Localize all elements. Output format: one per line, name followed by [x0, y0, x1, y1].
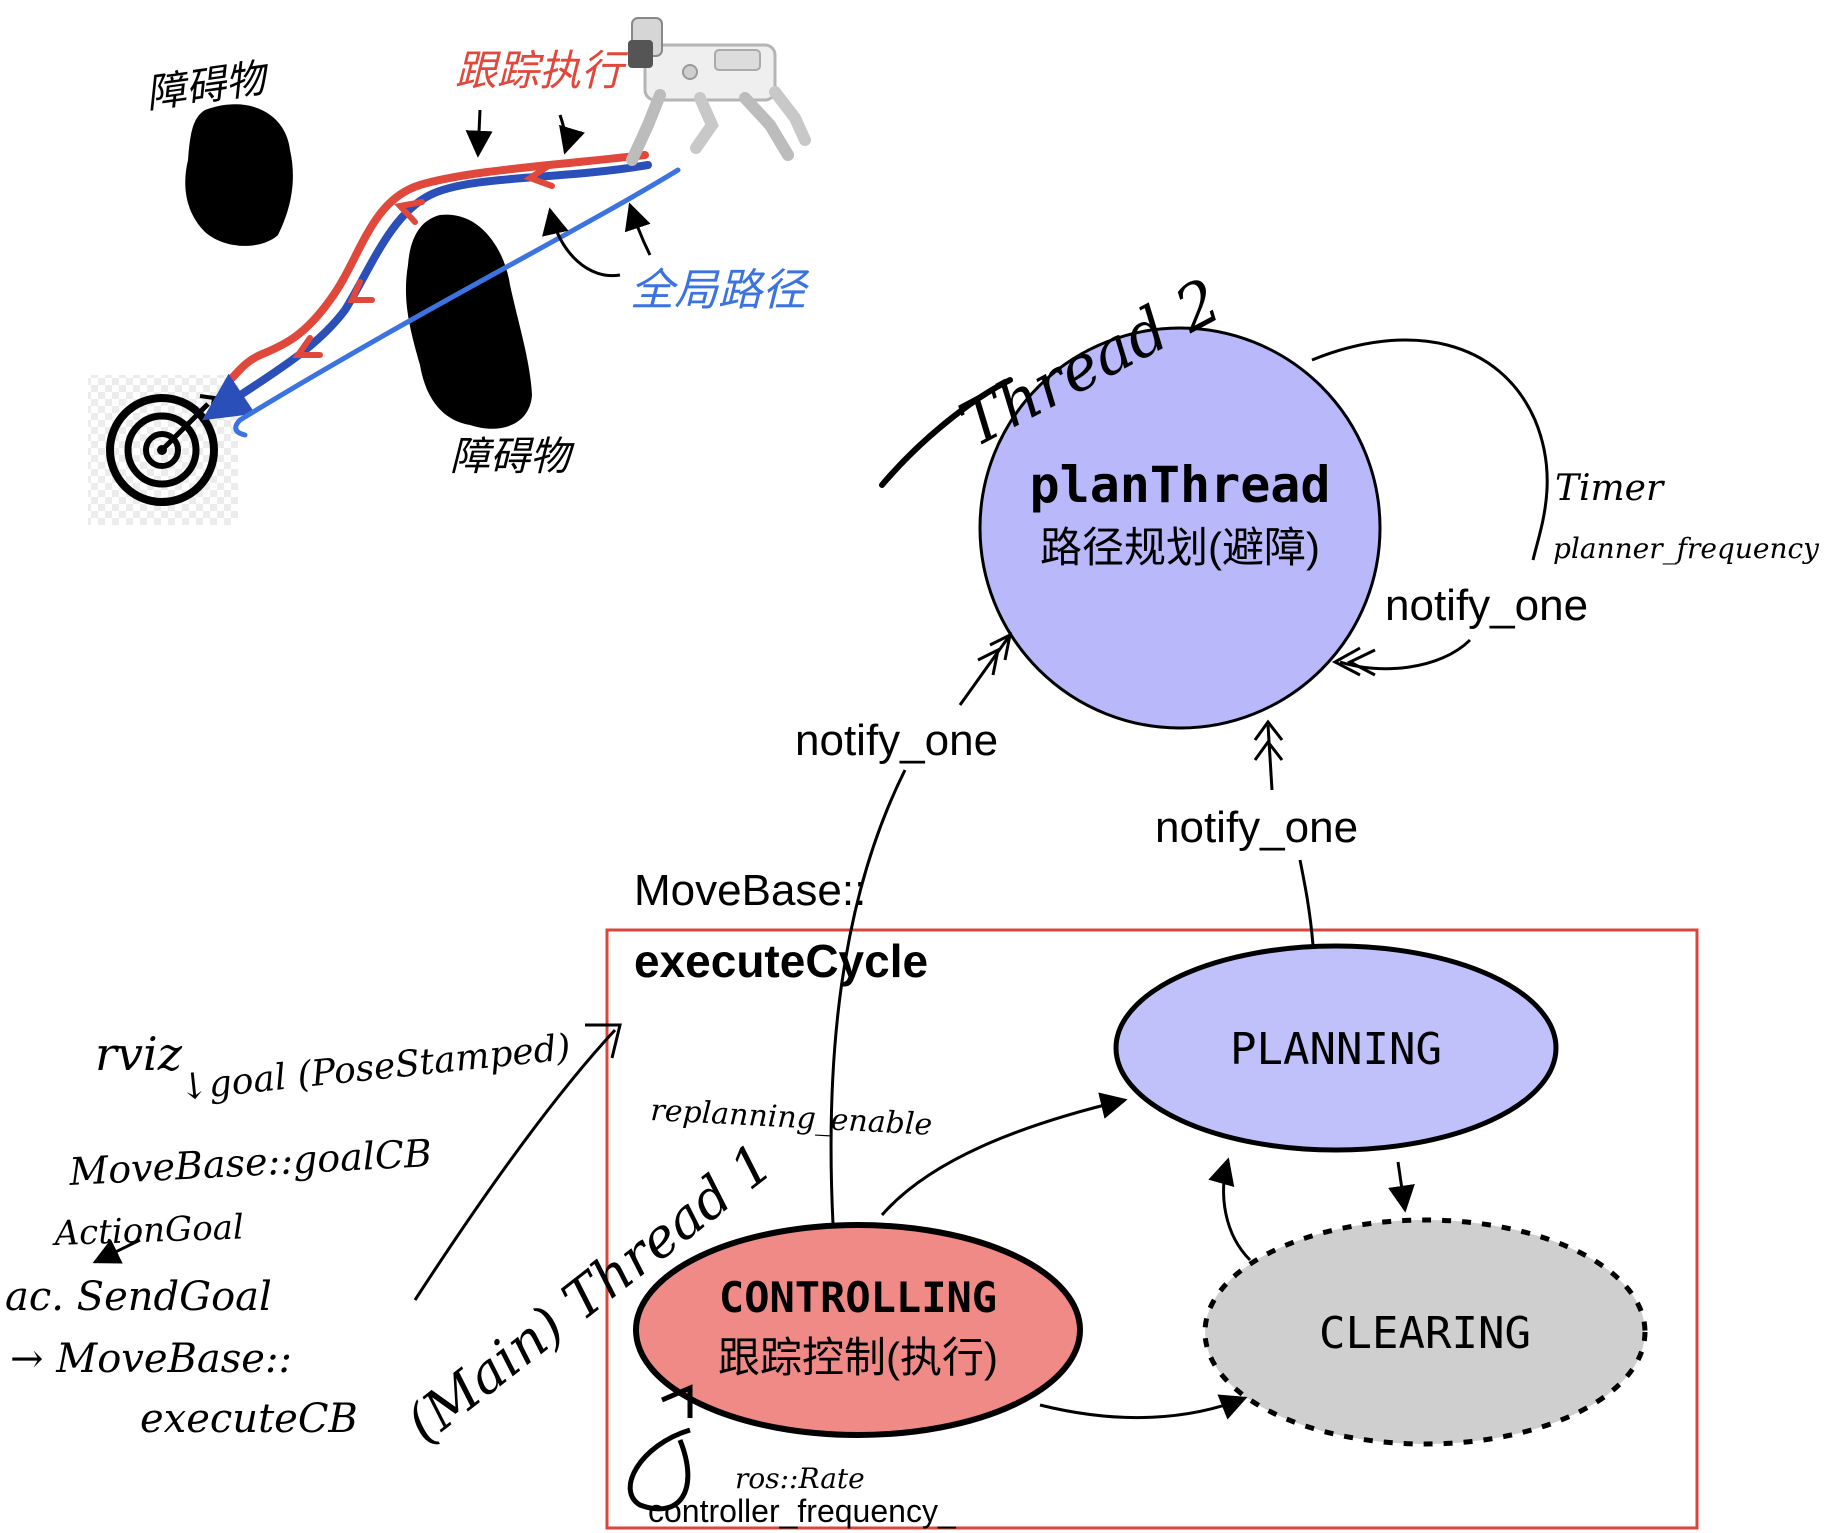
edge-executecb-frame — [413, 1028, 617, 1301]
edge-planning-planthread — [1298, 859, 1315, 946]
plan-thread-title: planThread — [1029, 456, 1330, 514]
rviz-label: rviz — [95, 1027, 183, 1081]
clearing-label: CLEARING — [1319, 1308, 1531, 1359]
state-edges — [413, 338, 1549, 1512]
path-sketch: 障碍物 障碍物 跟踪执行 全局路径 — [88, 17, 811, 525]
execute-cb-label: executeCB — [140, 1396, 358, 1442]
action-goal-arrow — [92, 1238, 141, 1264]
obstacle-middle-label: 障碍物 — [450, 434, 575, 480]
replanning-label: replanning_enable — [650, 1093, 934, 1143]
action-goal-label: ActionGoal — [51, 1207, 245, 1254]
frame-title-line1: MoveBase:: — [634, 866, 866, 915]
execute-cycle-frame — [605, 928, 1699, 1530]
edge-clearing-planning — [1208, 1157, 1252, 1262]
controlling-node: CONTROLLING 跟踪控制(执行) — [633, 1222, 1083, 1438]
edge-controlling-planthread — [829, 769, 907, 1225]
handwritten-annotations: rviz ↓goal (PoseStamped) MoveBase::goalC… — [5, 1027, 784, 1455]
planner-frequency-label: planner_frequency — [1553, 532, 1820, 565]
timer-label: Timer — [1555, 468, 1665, 509]
edge-planthread-arrow-left — [958, 634, 1012, 706]
move-base-label: → MoveBase:: — [10, 1336, 292, 1382]
edge-controlling-clearing — [1039, 1394, 1248, 1420]
edge-controller-loop — [627, 1427, 691, 1512]
controlling-subtitle: 跟踪控制(执行) — [718, 1334, 998, 1381]
controlling-label: CONTROLLING — [719, 1273, 997, 1322]
tracking-pointers — [465, 109, 585, 158]
edge-planning-clearing — [1388, 1161, 1415, 1213]
send-goal-label: ac. SendGoal — [5, 1274, 272, 1320]
obstacle-middle — [405, 214, 532, 429]
tracking-arrows — [292, 162, 555, 358]
global-path — [233, 167, 681, 438]
edge-timer-loop — [1311, 338, 1549, 561]
frame-title-line2: executeCycle — [634, 935, 928, 987]
global-path-label: 全局路径 — [630, 265, 810, 316]
goal-label: ↓goal (PoseStamped) — [177, 1027, 573, 1109]
goal-cb-label: MoveBase::goalCB — [67, 1131, 433, 1194]
plan-thread-subtitle: 路径规划(避障) — [1040, 524, 1320, 571]
edge-controlling-planning — [880, 1092, 1128, 1216]
plan-thread-node: planThread 路径规划(避障) — [978, 326, 1382, 730]
notify-right-label: notify_one — [1385, 581, 1588, 630]
obstacle-top — [185, 104, 293, 246]
notify-left-label: notify_one — [795, 716, 998, 765]
rate-label: ros::Rate — [735, 1462, 865, 1495]
controller-frequency-label: controller_frequency_ — [648, 1493, 957, 1529]
planning-label: PLANNING — [1230, 1024, 1442, 1075]
tracking-path — [226, 151, 649, 384]
thread2-stroke — [879, 377, 1013, 488]
planning-node: PLANNING — [1113, 943, 1559, 1153]
notify-middle-label: notify_one — [1155, 803, 1358, 852]
tracking-label: 跟踪执行 — [455, 46, 629, 95]
clearing-node: CLEARING — [1202, 1217, 1648, 1447]
robot-dog-icon — [626, 17, 811, 166]
global-path-pointers — [542, 202, 652, 278]
